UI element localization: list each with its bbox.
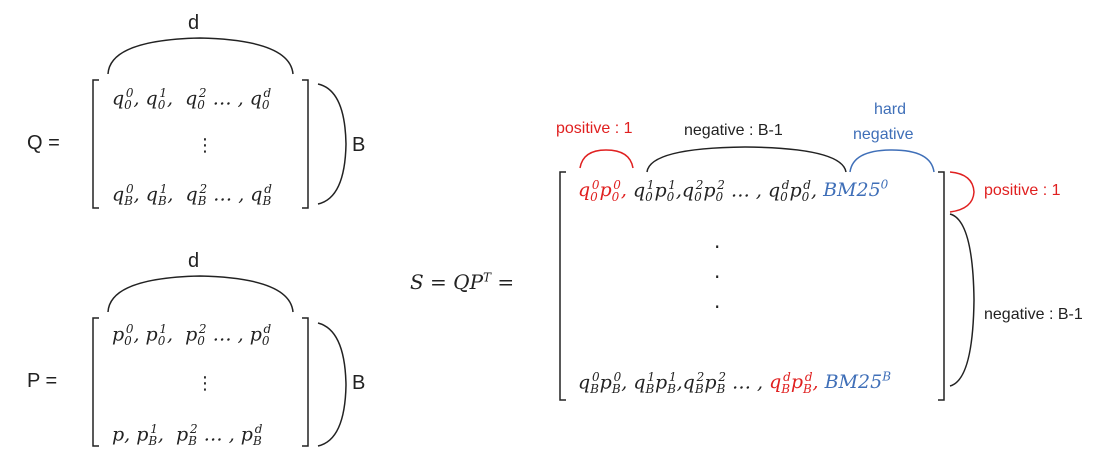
q-label: Q = — [27, 132, 60, 154]
negative-top-label: negative : B-1 — [684, 122, 783, 139]
positive-entry-bottom: qBdpBd, — [769, 370, 819, 397]
p-right-bracket — [302, 317, 309, 447]
p-top-brace-label: d — [188, 250, 200, 272]
s-matrix-first-row: q00p00, q01p01,q02p02 … , q0dp0d, BM250 — [578, 178, 889, 205]
positive-right-brace — [949, 171, 975, 213]
q-top-brace-label: d — [188, 12, 200, 34]
positive-right-label: positive : 1 — [984, 182, 1061, 199]
bm25-top-text: BM25 — [823, 179, 881, 202]
q-side-brace-label: B — [352, 134, 366, 156]
q-right-bracket — [302, 79, 309, 209]
bm25-entry-top: BM250 — [823, 178, 889, 202]
q-top-brace — [107, 37, 294, 75]
hard-negative-top-brace — [849, 149, 935, 173]
q-matrix-first-row: q00, q01, q02 … , q0d — [112, 86, 272, 113]
s-equation-lhs: S = QPT = — [410, 270, 514, 294]
p-top-brace — [107, 275, 294, 313]
negative-top-brace — [646, 146, 847, 173]
p-side-brace-label: B — [352, 372, 366, 394]
s-equation-equals: = — [497, 270, 515, 294]
hard-negative-label-line2: negative — [853, 126, 914, 143]
negative-right-label: negative : B-1 — [984, 306, 1083, 323]
bm25-bottom-text: BM25 — [824, 371, 883, 394]
bm25-entry-bottom: BM25B — [824, 370, 892, 394]
dot: · — [714, 295, 721, 319]
bm25-bottom-sup: B — [882, 370, 892, 384]
dot: · — [714, 265, 721, 289]
q-left-bracket — [92, 79, 99, 209]
q-side-brace — [317, 83, 347, 205]
s-equation-transpose: T — [483, 270, 492, 285]
negative-right-brace — [949, 213, 975, 387]
p-side-brace — [317, 322, 347, 447]
p-matrix-last-row: p, pB1, pB2 … , pBd — [112, 422, 263, 449]
s-matrix-vertical-dots: · · · — [714, 232, 720, 322]
p-matrix-first-row: p00, p01, p02 … , p0d — [112, 322, 272, 349]
s-left-bracket — [559, 171, 566, 401]
q-matrix-last-row: qB0, qB1, qB2 … , qBd — [112, 182, 272, 209]
positive-top-label: positive : 1 — [556, 120, 633, 137]
s-matrix-last-row: qB0pB0, qB1pB1,qB2pB2 … , qBdpBd, BM25B — [578, 370, 892, 397]
bm25-top-sup: 0 — [880, 178, 889, 192]
p-left-bracket — [92, 317, 99, 447]
s-right-bracket — [938, 171, 945, 401]
dot: · — [714, 235, 721, 259]
s-equation-text: S = QP — [410, 270, 484, 294]
p-label: P = — [27, 370, 58, 392]
hard-negative-label-line1: hard — [874, 101, 907, 118]
q-matrix-vertical-dots: ⋮ — [196, 135, 214, 156]
positive-entry-top: q00p00, — [578, 178, 627, 205]
p-matrix-vertical-dots: ⋮ — [196, 373, 214, 394]
positive-top-brace — [579, 149, 634, 169]
